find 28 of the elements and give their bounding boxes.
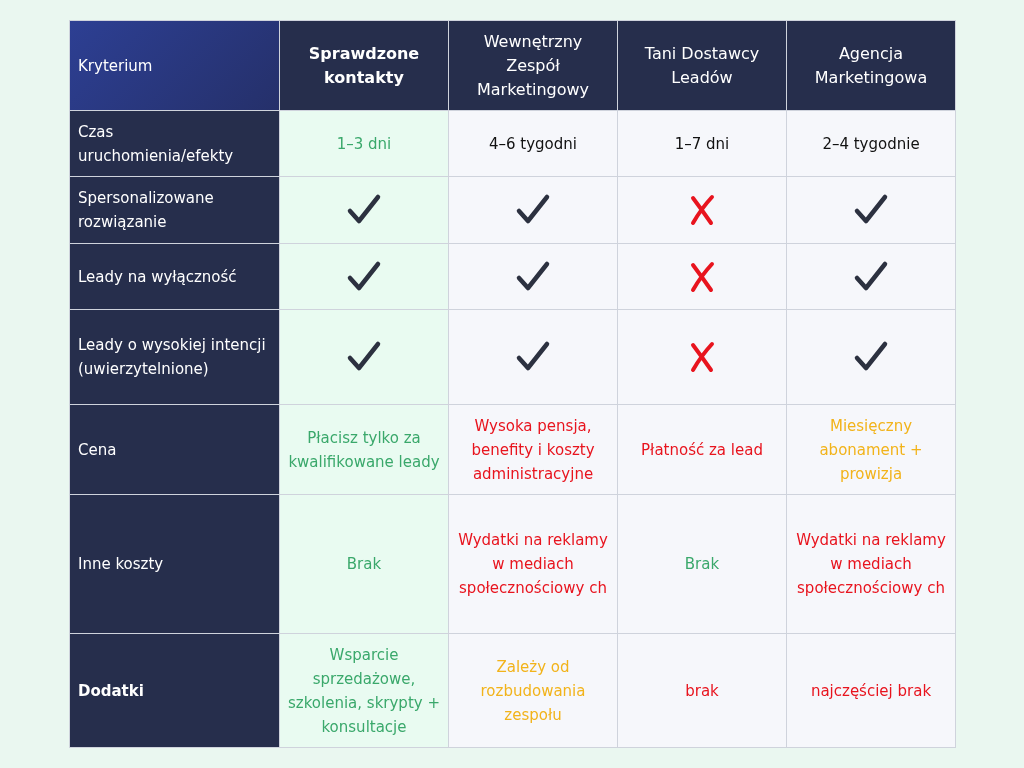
cell-text: Wysoka pensja, benefity i koszty administracyjne (470, 415, 596, 485)
cell-text: Wsparcie sprzedażowe, szkolenia, skrypty + konsultacje (288, 644, 440, 738)
column-heading: Agencja Marketingowa (813, 42, 929, 89)
row-label: Leady na wyłączność (78, 266, 237, 288)
cell-text: Płatność za lead (641, 439, 763, 461)
cell-text: Wydatki na reklamy w mediach społecznościowy ch (457, 530, 609, 599)
column-heading: Kryterium (78, 55, 153, 77)
cell-text: Zależy od rozbudowania zespołu (479, 656, 587, 726)
row-label: Czas uruchomienia/efekty (78, 121, 235, 167)
column-heading: Sprawdzone kontakty (307, 42, 421, 89)
cell-text: 4–6 tygodni (489, 133, 577, 155)
row-label: Leady o wysokiej intencji (uwierzytelnione) (78, 335, 267, 380)
column-heading: Tani Dostawcy Leadów (643, 42, 761, 89)
cell-text: 1–7 dni (674, 133, 730, 155)
row-label: Cena (78, 439, 117, 461)
row-label: Spersonalizowane rozwiązanie (78, 188, 215, 233)
cell-text: 1–3 dni (336, 133, 392, 155)
cell-text: 2–4 tygodnie (822, 133, 920, 155)
row-label: Dodatki (78, 680, 144, 702)
column-heading: Wewnętrzny Zespół Marketingowy (475, 30, 591, 101)
cell-text: Brak (346, 554, 382, 575)
cell-text: Płacisz tylko za kwalifikowane leady (288, 427, 440, 473)
cell-text: Miesięczny abonament + prowizja (818, 415, 924, 485)
cell-text: najczęściej brak (810, 680, 932, 702)
cell-text: Wydatki na reklamy w mediach społecznościowy ch (795, 530, 947, 599)
row-label: Inne koszty (78, 554, 164, 575)
cell-text: brak (685, 680, 719, 702)
cell-text: Brak (684, 554, 720, 575)
